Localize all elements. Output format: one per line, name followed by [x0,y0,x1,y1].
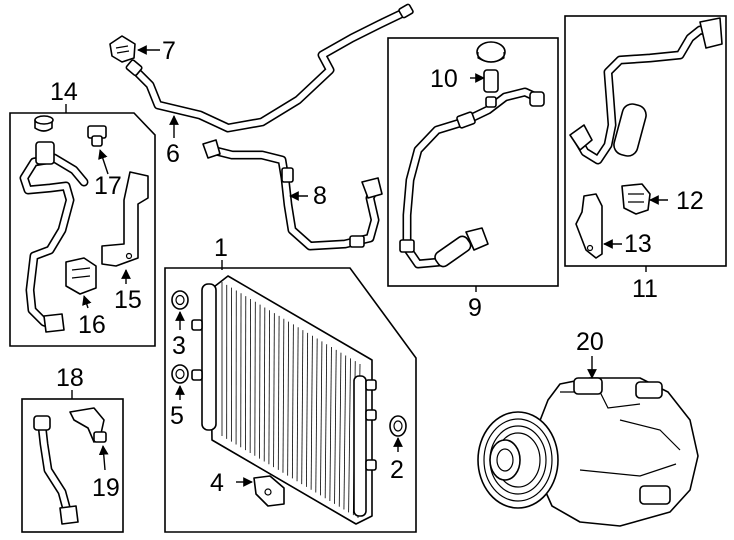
leader-lines [65,45,668,487]
callout-16: 16 [78,311,106,339]
liquid-tube-part-6 [125,3,414,133]
condenser-fin [277,315,280,470]
compressor-part-20 [477,377,699,527]
bracket-part-4 [253,475,285,507]
callout-1: 1 [214,234,228,262]
condenser-fin [282,318,285,473]
condenser-fin [268,310,270,465]
condenser-fin [310,335,313,490]
condenser-fin [334,349,337,504]
callout-10: 10 [430,65,458,93]
condenser-fin [263,307,266,462]
cap-part-14-top [34,115,54,132]
suction-hose-part-9 [399,87,545,269]
callout-3: 3 [172,332,186,360]
callout-20: 20 [576,328,604,356]
callout-18: 18 [56,364,84,392]
liquid-line-part-14 [19,141,89,333]
bushing-part-3 [171,290,189,310]
bracket-part-19 [69,407,107,443]
condenser-fin [306,332,309,487]
condenser-fin [324,344,328,499]
callout-8: 8 [313,182,327,210]
callout-17: 17 [94,172,122,200]
condenser-fin [315,338,318,493]
callout-14: 14 [50,78,78,106]
condenser-fin [291,324,294,479]
callout-11: 11 [632,275,658,303]
condenser-fin [348,358,351,513]
callout-4: 4 [210,469,224,497]
condenser-fin [259,304,261,459]
fitting-part-7 [109,35,136,63]
callout-6: 6 [166,140,180,168]
cap-part-10 [476,41,506,108]
sensor-part-17 [87,125,107,147]
callout-13: 13 [624,230,652,258]
clamp-part-16 [65,257,97,295]
bushing-part-2 [389,415,407,437]
tube-part-18 [33,415,79,525]
callout-9: 9 [468,294,482,322]
bracket-part-13 [575,193,603,259]
condenser-part-1 [191,275,377,525]
callout-12: 12 [676,187,704,215]
condenser-fin [273,313,275,468]
callout-2: 2 [390,456,404,484]
condenser-fin [343,355,347,510]
hose-part-8 [202,139,383,251]
bracket-part-15 [101,171,149,267]
clip-part-12 [621,183,651,215]
condenser-fin [338,352,342,507]
callout-5: 5 [170,402,184,430]
compressor-clutch-pulley [477,411,559,509]
callout-labels: 1 2 3 4 5 6 7 8 9 10 11 12 13 14 15 16 1… [50,37,704,502]
condenser-fin [301,330,304,485]
callout-19: 19 [92,474,120,502]
discharge-hose-part-11 [569,17,723,165]
condenser-fin [287,321,290,476]
group-box-condenser [164,267,417,533]
bushing-part-5 [171,364,189,384]
condenser-fin [296,327,299,482]
group-box-suction-hose [387,37,559,287]
group-box-liquid-line [9,112,156,347]
condenser-fin [320,341,323,496]
callout-7: 7 [162,37,176,65]
callout-15: 15 [114,286,142,314]
condenser-fin [329,347,332,502]
